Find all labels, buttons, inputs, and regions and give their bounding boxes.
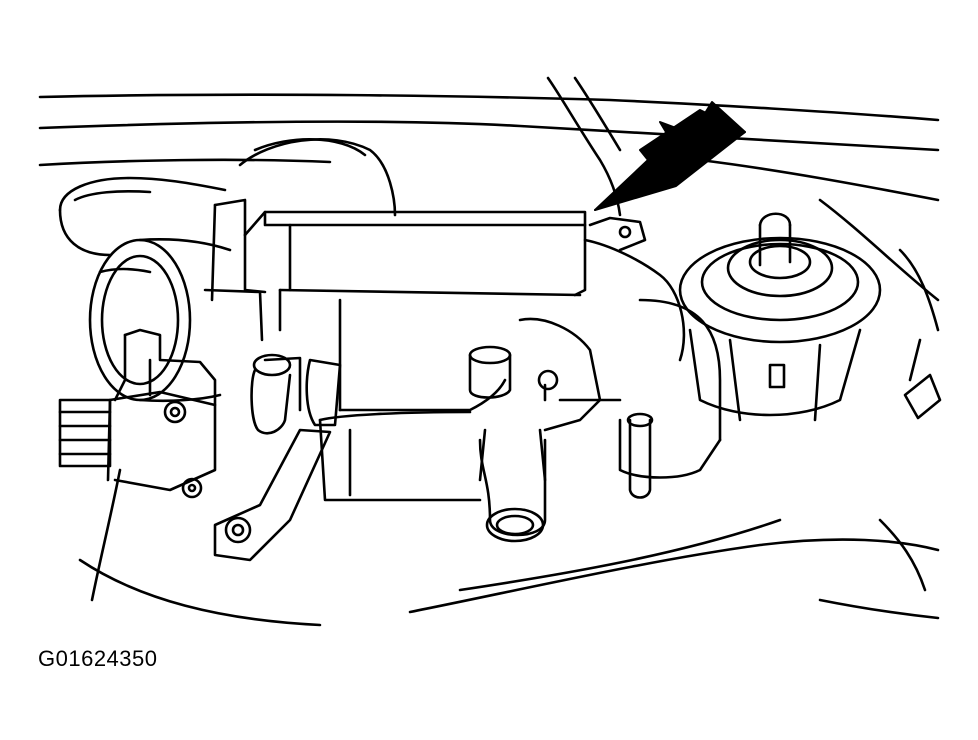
coolant-fitting bbox=[470, 319, 620, 541]
figure-id-label: G01624350 bbox=[38, 646, 158, 671]
throttle-linkage bbox=[215, 355, 340, 560]
mounting-studs bbox=[628, 340, 940, 498]
throttle-body-housing bbox=[205, 200, 720, 500]
egr-valve bbox=[680, 214, 880, 420]
air-inlet-duct bbox=[90, 239, 230, 400]
upper-hose bbox=[60, 139, 395, 255]
throttle-position-sensor bbox=[60, 330, 215, 497]
engine-bay-outline bbox=[40, 78, 938, 625]
pointer-arrow bbox=[595, 102, 745, 210]
